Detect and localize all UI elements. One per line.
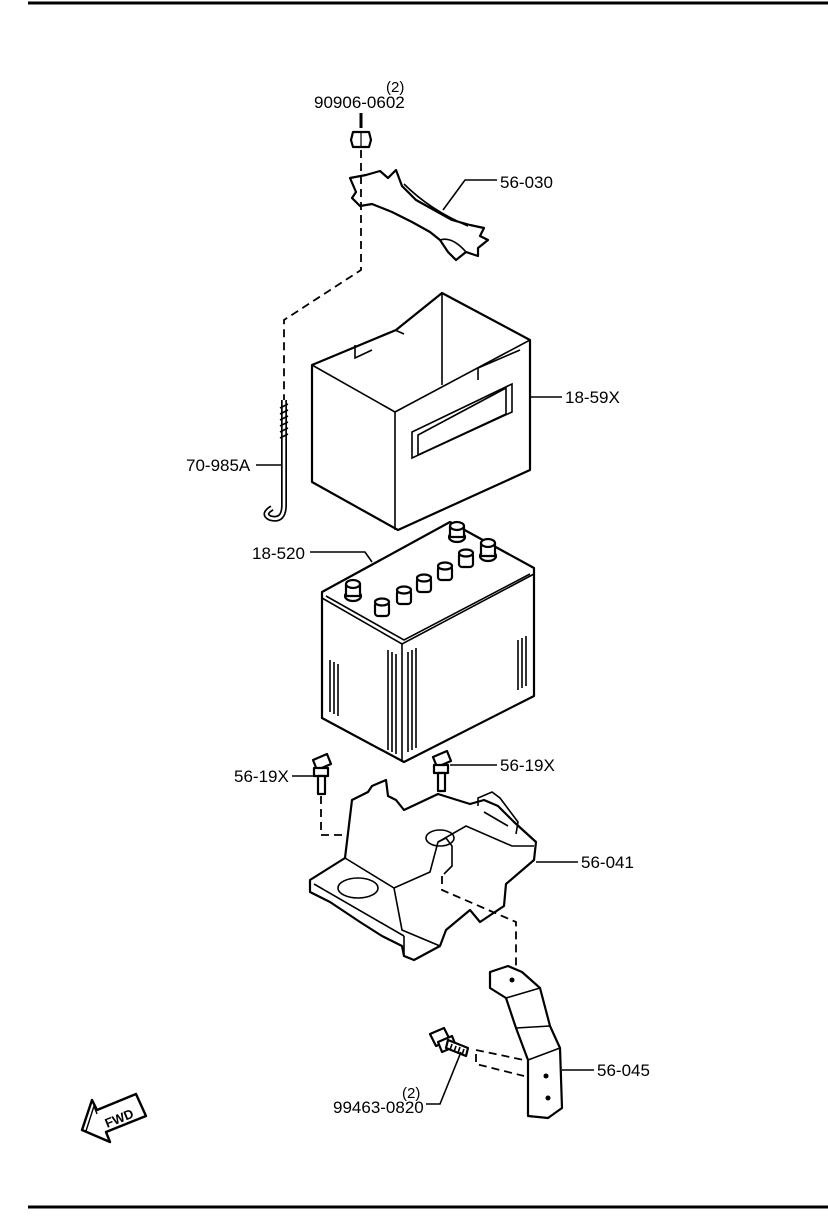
nut-part[interactable]: [349, 113, 373, 149]
battery-terminal-positive: [478, 537, 498, 563]
cover-part-number: 18-59X: [565, 388, 620, 407]
battery-part-number: 18-520: [252, 544, 305, 563]
rod-part[interactable]: [263, 400, 289, 522]
tray-part-number: 56-041: [581, 853, 634, 872]
battery-tray-part[interactable]: [308, 778, 538, 962]
clamp-part-number: 56-030: [500, 173, 553, 192]
nut-to-rod-path: [283, 150, 362, 410]
bracket-bolt-qty: (2): [402, 1085, 420, 1102]
clamp-leader: [442, 179, 497, 211]
bracket-part-number: 56-045: [597, 1061, 650, 1080]
clamp-part[interactable]: [348, 168, 490, 262]
bolt-left-path: [320, 796, 393, 900]
bolt-right-part-number: 56-19X: [500, 756, 555, 775]
bracket-bolt-path-upper: [475, 1049, 525, 1061]
bolt-left-part-number: 56-19X: [234, 767, 289, 786]
bracket-part[interactable]: [488, 964, 564, 1120]
battery-cell-caps: [373, 548, 475, 618]
bracket-bolt-path-lower: [475, 1054, 525, 1077]
tray-to-bracket-path: [441, 876, 517, 970]
battery-cover-part[interactable]: [310, 291, 532, 532]
bolt-left-part[interactable]: [311, 752, 333, 796]
nut-qty: (2): [386, 79, 404, 96]
battery-leader: [310, 551, 373, 563]
forward-arrow-icon: FWD: [80, 1092, 148, 1144]
bracket-bolt-part-number: 99463-0820: [333, 1098, 424, 1117]
bracket-bolt-leader: [426, 1051, 462, 1105]
bolt-right-part[interactable]: [431, 749, 453, 793]
bracket-bolt-part[interactable]: [428, 1026, 470, 1058]
nut-part-number: 90906-0602: [314, 93, 405, 112]
battery-terminal-negative: [343, 578, 363, 603]
battery-terminal-top: [447, 520, 467, 544]
battery-part[interactable]: [320, 520, 536, 764]
rod-part-number: 70-985A: [186, 456, 251, 475]
